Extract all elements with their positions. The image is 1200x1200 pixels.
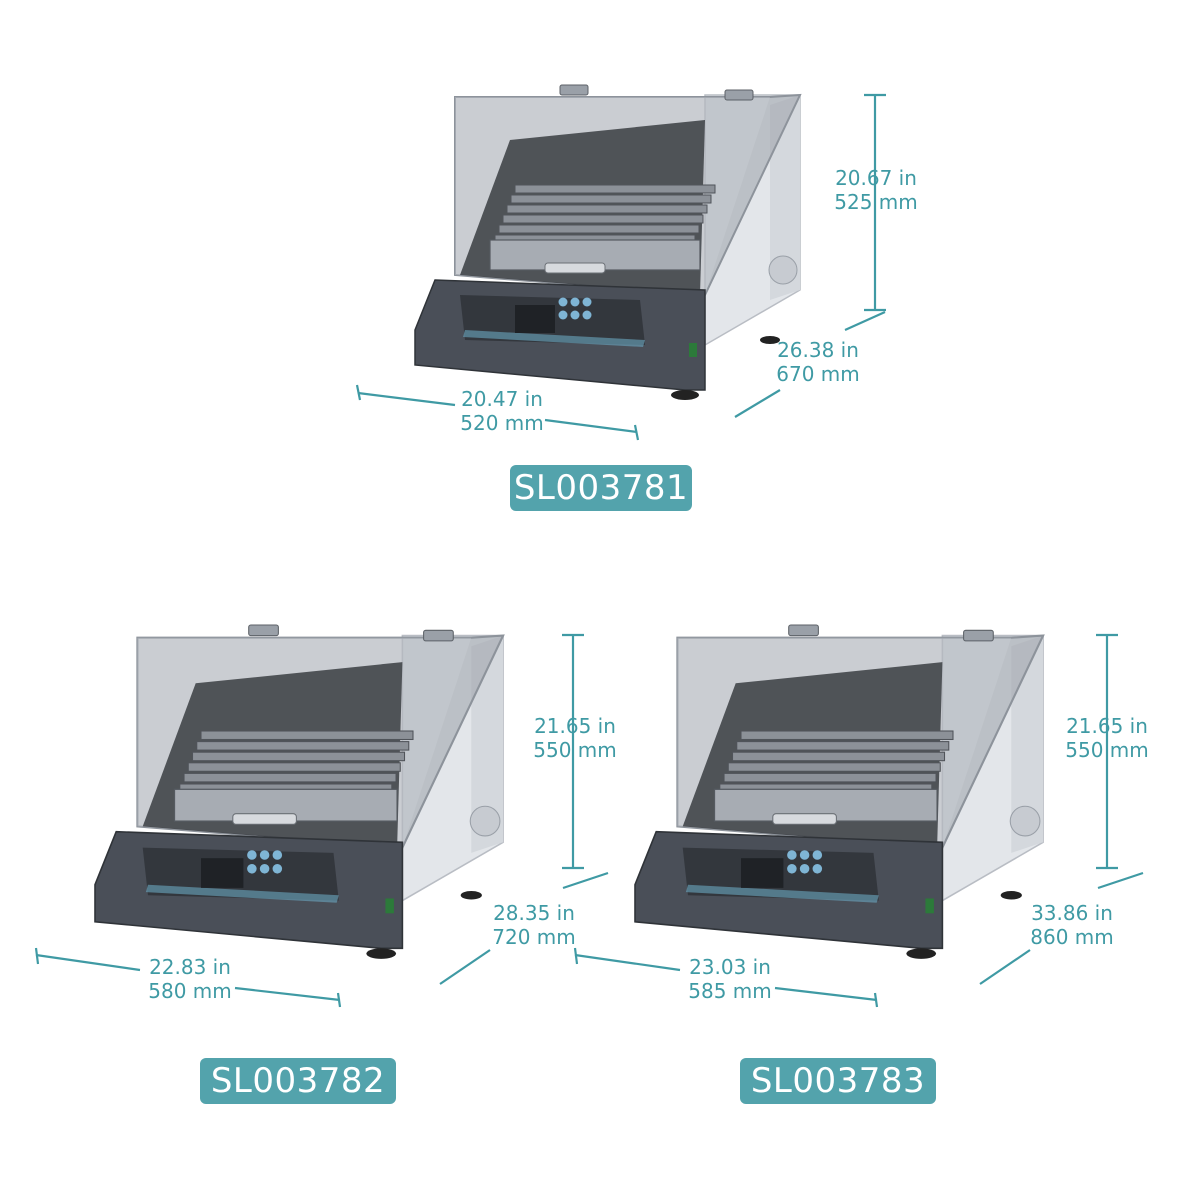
- width-label: 23.03 in 585 mm: [680, 955, 780, 1003]
- height-inches: 21.65 in: [1066, 714, 1148, 738]
- depth-label: 33.86 in 860 mm: [1022, 901, 1122, 949]
- shaker-tray: [740, 730, 954, 741]
- width-mm: 520 mm: [460, 411, 544, 435]
- keypad-button: [787, 850, 797, 860]
- lcd-screen: [201, 858, 244, 888]
- shaker-image-sl003781: [355, 84, 886, 441]
- foot: [366, 948, 397, 959]
- shaker-tray: [498, 224, 700, 234]
- product-sl003781: 20.67 in 525 mm 26.38 in 670 mm 20.47 in…: [0, 0, 1200, 520]
- width-inches: 20.47 in: [461, 387, 543, 411]
- cabinet-side-shade: [770, 95, 800, 300]
- keypad-button: [272, 850, 283, 860]
- shaker-tray: [514, 184, 716, 194]
- width-inches: 22.83 in: [149, 955, 231, 979]
- keypad-button: [570, 297, 580, 307]
- shaker-tray: [723, 772, 937, 783]
- hinge-right: [963, 629, 994, 642]
- height-inches: 20.67 in: [835, 166, 917, 190]
- keypad-button: [247, 864, 257, 874]
- platform-handle: [232, 813, 297, 825]
- foot: [760, 336, 780, 344]
- keypad-button: [558, 297, 568, 307]
- shaker-tray: [196, 741, 410, 751]
- vent-grille: [469, 805, 501, 837]
- hinge-left: [559, 84, 589, 96]
- keypad-button: [799, 864, 810, 874]
- panel-accent-strip: [145, 884, 339, 903]
- hinge-left: [248, 624, 279, 637]
- depth-label: 28.35 in 720 mm: [484, 901, 584, 949]
- height-mm: 550 mm: [1065, 738, 1149, 762]
- foot: [1000, 891, 1022, 900]
- shaker-tray: [200, 730, 414, 741]
- lcd-screen: [515, 305, 555, 333]
- keypad-button: [799, 850, 810, 860]
- height-inches: 21.65 in: [534, 714, 616, 738]
- depth-mm: 670 mm: [776, 362, 860, 386]
- model-badge: SL003781: [510, 465, 692, 511]
- depth-inches: 26.38 in: [777, 338, 859, 362]
- foot: [671, 390, 699, 400]
- height-label: 21.65 in 550 mm: [525, 714, 625, 762]
- power-switch: [385, 898, 394, 914]
- hinge-right: [724, 89, 754, 101]
- width-inches: 23.03 in: [689, 955, 771, 979]
- keypad-button: [812, 864, 823, 874]
- shaker-tray: [183, 772, 397, 783]
- shaker-tray: [191, 751, 406, 762]
- shaker-tray: [502, 214, 704, 224]
- shaker-tray: [736, 741, 950, 751]
- power-switch: [689, 343, 697, 357]
- hinge-left: [788, 624, 819, 637]
- shaker-tray: [506, 204, 708, 214]
- depth-inches: 33.86 in: [1031, 901, 1113, 925]
- keypad-button: [272, 864, 283, 874]
- shaker-tray: [510, 194, 712, 204]
- model-badge: SL003783: [740, 1058, 936, 1104]
- width-label: 22.83 in 580 mm: [140, 955, 240, 1003]
- platform-handle: [772, 813, 837, 825]
- keypad-button: [787, 864, 797, 874]
- shaker-tray: [187, 762, 401, 772]
- keypad-button: [570, 310, 580, 320]
- keypad-button: [259, 850, 270, 860]
- height-label: 21.65 in 550 mm: [1057, 714, 1157, 762]
- power-switch: [925, 898, 934, 914]
- hinge-right: [423, 629, 454, 642]
- width-label: 20.47 in 520 mm: [452, 387, 552, 435]
- foot: [906, 948, 937, 959]
- keypad-button: [247, 850, 257, 860]
- keypad-button: [812, 850, 823, 860]
- depth-mm: 720 mm: [492, 925, 576, 949]
- cabinet-side-shade: [471, 635, 504, 853]
- height-mm: 525 mm: [834, 190, 918, 214]
- platform-handle: [544, 262, 606, 274]
- shaker-tray: [727, 762, 941, 772]
- lcd-screen: [741, 858, 784, 888]
- panel-accent-strip: [685, 884, 879, 903]
- width-mm: 580 mm: [148, 979, 232, 1003]
- shaker-tray: [731, 751, 946, 762]
- vent-grille: [768, 255, 798, 285]
- depth-inches: 28.35 in: [493, 901, 575, 925]
- depth-label: 26.38 in 670 mm: [768, 338, 868, 386]
- depth-mm: 860 mm: [1030, 925, 1114, 949]
- vent-grille: [1009, 805, 1041, 837]
- keypad-button: [558, 310, 568, 320]
- cabinet-side-shade: [1011, 635, 1044, 853]
- height-label: 20.67 in 525 mm: [826, 166, 926, 214]
- model-badge: SL003782: [200, 1058, 396, 1104]
- keypad-button: [582, 310, 592, 320]
- foot: [460, 891, 482, 900]
- keypad-button: [259, 864, 270, 874]
- height-mm: 550 mm: [533, 738, 617, 762]
- width-mm: 585 mm: [688, 979, 772, 1003]
- panel-accent-strip: [463, 330, 645, 347]
- keypad-button: [582, 297, 592, 307]
